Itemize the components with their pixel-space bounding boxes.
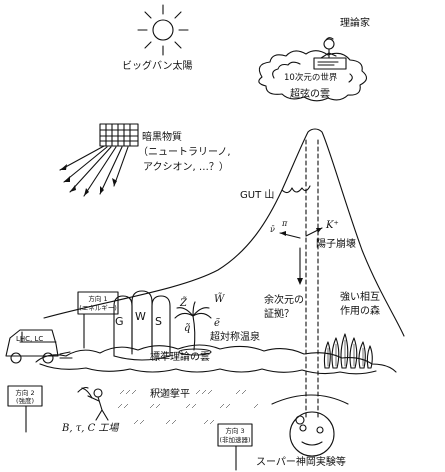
extra-dim-label-2: 証拠？ [264, 309, 294, 320]
palm-tree-icon [174, 301, 212, 356]
q-tilde-symbol: q̃ [184, 323, 191, 334]
e-tilde-symbol: ẽ [214, 318, 220, 329]
gws-hand-icon [113, 290, 171, 361]
strong-forest-icon [323, 333, 373, 369]
dark-matter-label-2: （ニュートラリーノ, [138, 147, 231, 158]
gws-letter-s: S [155, 315, 162, 328]
sign1-title: 方向 1 [88, 295, 108, 303]
theorist-icon [313, 37, 347, 70]
lhc-car-icon [5, 329, 73, 364]
w-tilde-symbol: W̃ [214, 294, 225, 305]
gws-letter-w: W [135, 310, 146, 323]
shaka-palm-plain-label: 釈迦掌平 [150, 389, 190, 400]
proton-decay-label: 陽子崩壊 [316, 239, 356, 250]
superstring-cloud-label: 超弦の雲 [290, 89, 330, 100]
gut-mountain-label: GUT 山 [240, 190, 275, 201]
signpost-direction1 [77, 291, 119, 349]
sun-icon [137, 4, 189, 56]
theorist-label: 理論家 [340, 18, 370, 29]
dark-matter-label-3: アクシオン, …？） [143, 162, 229, 173]
pi-symbol: π [282, 219, 288, 228]
car-label: LHC, LC [16, 335, 44, 343]
sign3-sub: (非加速器) [219, 436, 251, 444]
ground-hatching [117, 389, 259, 425]
big-bang-sun-label: ビッグバン太陽 [122, 61, 193, 72]
sign3-title: 方向 3 [225, 427, 245, 435]
susy-hot-spring-label: 超対称温泉 [210, 332, 260, 343]
dark-matter-grid-icon [99, 123, 139, 147]
z-tilde-symbol: Z̃ [180, 298, 187, 309]
dark-matter-label-1: 暗黒物質 [142, 132, 182, 143]
dark-matter-rays [59, 145, 129, 197]
gut-mountain-outline [43, 128, 405, 337]
standard-theory-cloud-label: 標準理論の雲 [150, 352, 210, 363]
super-kamioka-icon [271, 394, 349, 457]
strong-interaction-label-1: 強い相互 [340, 292, 380, 303]
gws-letter-g: G [115, 315, 124, 328]
superstring-cloud-shape [258, 50, 368, 102]
signpost-direction3 [217, 423, 253, 471]
miner-icon [77, 386, 109, 421]
super-kamioka-label: スーパー神岡実験等 [256, 457, 346, 468]
signpost-direction2 [7, 385, 43, 433]
sign2-title: 方向 2 [15, 389, 35, 397]
extra-dim-label-1: 余次元の [264, 295, 304, 306]
proton-decay-icon [279, 227, 323, 283]
nu-symbol: ν̄ [270, 225, 275, 234]
sign2-sub: (強度) [15, 397, 35, 405]
standard-theory-cloud-shape [35, 344, 397, 373]
ten-dim-world-label: 10次元の世界 [284, 73, 338, 83]
k-plus-symbol: K⁺ [326, 220, 339, 231]
strong-interaction-label-2: 作用の森 [340, 306, 380, 317]
b-tau-c-factory-label: B, τ, C 工場 [62, 423, 119, 434]
sign1-sub: (エネルギー) [79, 304, 117, 312]
